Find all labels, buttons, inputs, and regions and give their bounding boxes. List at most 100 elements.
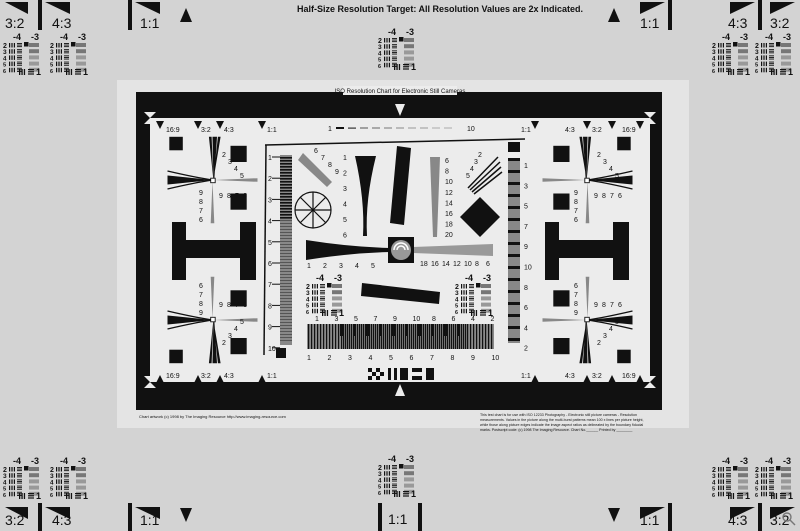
mini-dot-grid — [738, 43, 748, 47]
burst-marker — [418, 324, 421, 336]
mini-bar — [720, 485, 722, 491]
left-scale-label: 4 — [268, 219, 272, 226]
mini-bar — [314, 296, 316, 301]
mini-bar — [769, 474, 774, 476]
quad-h-label: 7 — [235, 302, 239, 309]
mini-bar — [9, 479, 11, 484]
mini-bar — [68, 493, 70, 499]
wedge-left-label: 1 — [343, 155, 347, 162]
mini-bar — [720, 67, 722, 73]
burst-line — [508, 266, 520, 269]
quad-h-label: 9 — [574, 310, 578, 317]
mini-bar — [64, 485, 69, 487]
mini-bar — [17, 474, 22, 476]
quad-h-label: 9 — [594, 302, 598, 309]
mini-bar — [769, 49, 774, 51]
mini-row-label: 3 — [455, 290, 459, 297]
horizontal-grey-wedge — [413, 244, 493, 256]
burst-bottom-label: 3 — [348, 355, 352, 362]
burst-line — [455, 324, 457, 349]
right-scale-label: 3 — [524, 183, 528, 190]
ratio-flag-1-1 — [640, 507, 665, 519]
mini-row-label: 3 — [50, 49, 54, 56]
burst-line — [280, 259, 292, 260]
mini-row-label: 6 — [50, 69, 53, 75]
mini-dot-grid — [29, 485, 39, 490]
burst-line — [341, 324, 343, 349]
mini-dot-grid — [332, 296, 342, 301]
burst-line — [280, 175, 292, 177]
quad-h-label: 8 — [199, 301, 203, 308]
mini-row-label: 2 — [50, 467, 54, 474]
ratio-pole — [758, 0, 762, 30]
ratio-flag-3-2 — [5, 507, 28, 519]
mini-bar — [64, 473, 69, 475]
quad-h-label: 6 — [243, 302, 247, 309]
footer-note-line: marks. Postscript code: (c) 1998 The Ima… — [480, 428, 633, 432]
burst-top-label: 4 — [471, 316, 475, 323]
mini-bar — [392, 485, 397, 487]
corner-fiducial — [644, 112, 656, 124]
mini-bar — [763, 485, 765, 491]
mini-bar — [384, 62, 386, 68]
burst-line — [387, 324, 389, 349]
mini-bar — [722, 485, 724, 491]
mini-footer-label: 1 — [36, 67, 41, 77]
mini-bar — [17, 64, 22, 66]
burst-line — [508, 194, 520, 197]
mini-bar — [9, 43, 11, 48]
quad-h-label: 8 — [602, 193, 606, 200]
burst-line — [280, 193, 292, 195]
mini-row-label: 2 — [755, 43, 759, 50]
left-scale-label: 3 — [268, 197, 272, 204]
mini-bar — [322, 310, 324, 316]
mini-bar — [392, 39, 397, 41]
quad-v-label: 3 — [228, 333, 232, 340]
tilt-edge-left — [263, 144, 267, 356]
mini-dot-grid — [404, 56, 414, 61]
mini-row-label: 3 — [3, 49, 7, 56]
mini-row-label: 6 — [455, 310, 458, 316]
ratio-label-1-1: 1:1 — [140, 512, 160, 528]
mini-bar — [726, 49, 731, 51]
mini-bar — [320, 308, 325, 310]
mini-row-label: 2 — [3, 467, 7, 474]
mini-col-label: -4 — [316, 273, 324, 283]
mini-row-label: 3 — [306, 290, 310, 297]
mini-bar — [780, 73, 786, 75]
fiducial-triangle — [583, 375, 591, 383]
mini-bar — [312, 290, 314, 295]
mini-bar — [769, 44, 774, 46]
diamond-block — [460, 197, 500, 237]
zoom-icon[interactable] — [782, 512, 796, 526]
mini-bar — [726, 50, 731, 52]
mini-bar — [56, 49, 58, 54]
mini-bar — [465, 302, 467, 308]
mini-bar — [64, 43, 69, 44]
burst-line — [351, 324, 353, 349]
mini-bar — [761, 43, 763, 48]
burst-line — [280, 331, 292, 332]
mini-bar — [392, 56, 397, 58]
burst-marker — [431, 324, 434, 336]
mini-bar — [386, 477, 388, 482]
mini-bar — [17, 50, 22, 52]
fiducial-triangle — [583, 121, 591, 129]
burst-line — [345, 324, 347, 349]
burst-line — [413, 324, 415, 349]
circle-spokes — [294, 191, 332, 229]
burst-line — [470, 324, 472, 349]
mini-bar — [13, 43, 15, 48]
ratio-pole — [38, 503, 42, 531]
mini-bar — [386, 50, 388, 55]
burst-line — [280, 286, 292, 287]
mini-bar — [769, 487, 774, 489]
multi-burst-lines — [308, 324, 493, 349]
mini-bar — [64, 487, 69, 489]
quad-h-label: 9 — [574, 190, 578, 197]
mini-dot-grid — [738, 485, 748, 490]
burst-line — [280, 340, 292, 341]
burst-line — [329, 324, 331, 349]
mini-dot-grid — [404, 38, 414, 42]
